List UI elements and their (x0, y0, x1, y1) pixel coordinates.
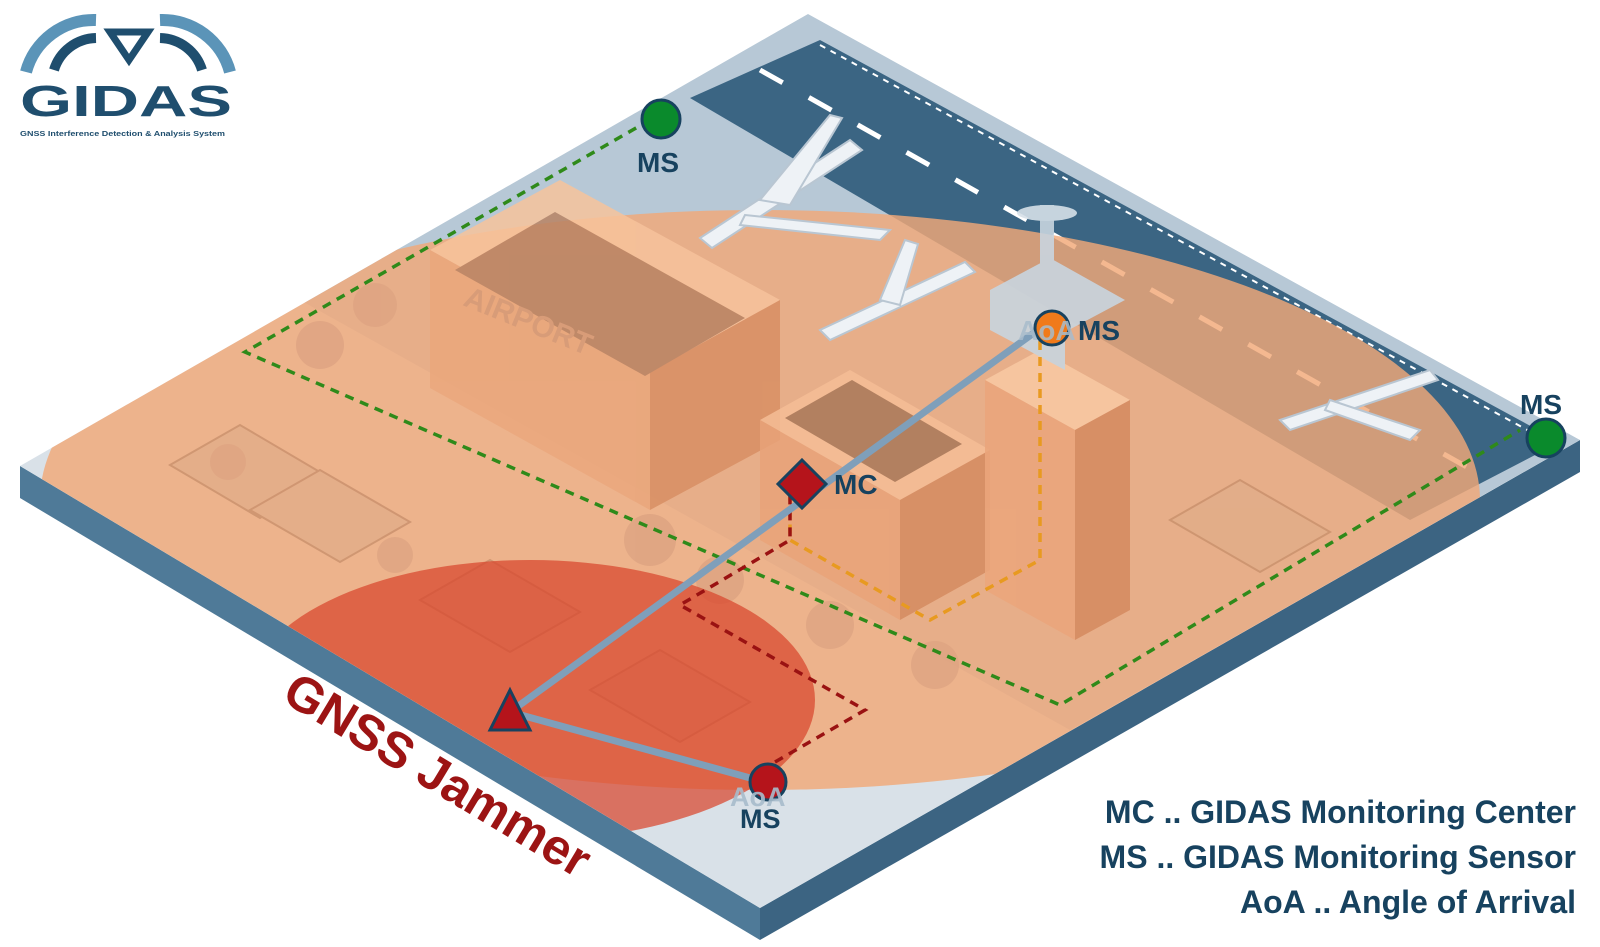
aoa-bearing-tower (506, 323, 1046, 716)
aoa-ms-tower-node (1033, 309, 1071, 347)
aoa-bearing-bottom (506, 708, 769, 786)
gidas-logo: GIDAS GNSS Interference Detection & Anal… (14, 12, 244, 142)
ms-bottom-label: MS (740, 804, 781, 834)
aircraft (698, 113, 1440, 442)
aoa-tower-label: AoA (1018, 315, 1076, 346)
logo-signal-arcs-icon (20, 13, 236, 74)
perimeter-dashed-line (241, 118, 1521, 707)
mc-node (775, 457, 829, 511)
orange-dashed-link (788, 325, 1042, 623)
trees (210, 283, 959, 689)
ms-top-left-label: MS (637, 147, 679, 178)
ms-right-label: MS (1520, 389, 1562, 420)
mc-label: MC (834, 469, 878, 500)
logo-name: GIDAS (20, 77, 232, 126)
aoa-bottom-label: AoA (730, 782, 786, 812)
legend: MC .. GIDAS Monitoring Center MS .. GIDA… (1100, 790, 1576, 925)
ms-right-node (1525, 417, 1567, 459)
logo-tagline: GNSS Interference Detection & Analysis S… (20, 129, 225, 138)
terminal-building (430, 180, 780, 510)
legend-mc: MC .. GIDAS Monitoring Center (1104, 794, 1576, 830)
ms-tower-label: MS (1078, 315, 1120, 346)
ms-top-left-node (640, 98, 682, 140)
jammer-triangle-icon (487, 686, 533, 732)
red-dashed-link (676, 485, 869, 764)
legend-ms: MS .. GIDAS Monitoring Sensor (1099, 839, 1576, 875)
aoa-ms-bottom-node (748, 762, 788, 802)
legend-aoa: AoA .. Angle of Arrival (1239, 884, 1576, 920)
